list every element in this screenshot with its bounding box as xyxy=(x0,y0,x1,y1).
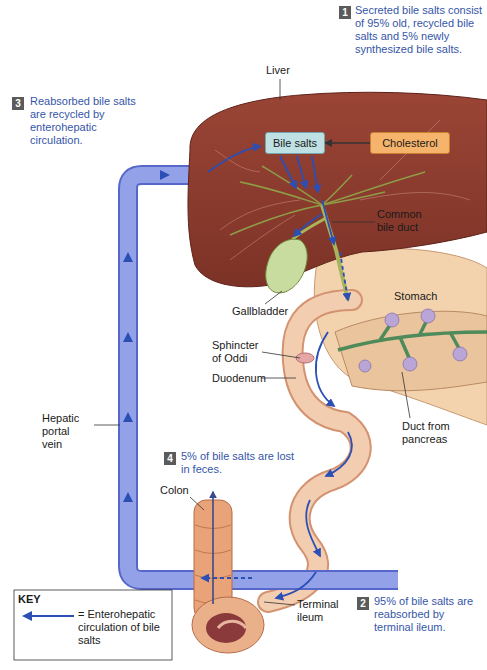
bile-salts-box: Bile salts xyxy=(265,132,325,154)
legend-text: = Enterohepatic circulation of bile salt… xyxy=(78,608,168,647)
part-label: Sphincter of Oddi xyxy=(212,339,268,365)
key-box xyxy=(14,590,172,660)
organ-label: Stomach xyxy=(394,290,437,303)
legend-heading: KEY xyxy=(18,593,41,606)
leader-lines xyxy=(94,79,410,605)
pancreatic-acini xyxy=(359,309,467,372)
organ-label: Liver xyxy=(266,64,290,77)
ileocecal-junction xyxy=(218,621,246,628)
callout-number: 1 xyxy=(339,6,351,19)
connector-arrow xyxy=(325,142,370,143)
liver-vessels xyxy=(215,120,470,260)
part-label: Hepatic portal vein xyxy=(42,412,92,451)
organ-label: Duodenum xyxy=(212,372,266,385)
circulation-arrows xyxy=(202,146,352,598)
callout-number: 2 xyxy=(357,597,369,610)
callout-text: 5% of bile salts are lost in feces. xyxy=(181,450,299,476)
callout-text: Secreted bile salts consist of 95% old, … xyxy=(355,4,485,56)
callout-number: 3 xyxy=(12,97,24,110)
pancreatic-duct xyxy=(338,318,487,360)
part-label: Common bile duct xyxy=(377,208,439,234)
part-label: Duct from pancreas xyxy=(402,420,462,446)
pancreas-shape xyxy=(335,311,487,390)
callout-number: 4 xyxy=(164,452,176,465)
flow-arrowheads xyxy=(123,170,170,502)
part-label: Terminal ileum xyxy=(297,598,352,624)
callout-text: 95% of bile salts are reabsorbed by term… xyxy=(374,595,486,634)
node-text: Cholesterol xyxy=(382,137,438,150)
gallbladder-shape xyxy=(266,239,307,293)
feces-arrow xyxy=(212,492,214,604)
legend-sample-arrow xyxy=(24,615,74,617)
callout-text: Reabsorbed bile salts are recycled by en… xyxy=(30,95,148,147)
cholesterol-box: Cholesterol xyxy=(370,132,450,154)
cecum-shape xyxy=(192,597,264,653)
cecum-interior xyxy=(206,613,246,643)
organ-label: Gallbladder xyxy=(232,305,288,318)
cystic-duct xyxy=(292,218,326,240)
node-text: Bile salts xyxy=(273,137,317,150)
organ-label: Colon xyxy=(160,484,189,497)
